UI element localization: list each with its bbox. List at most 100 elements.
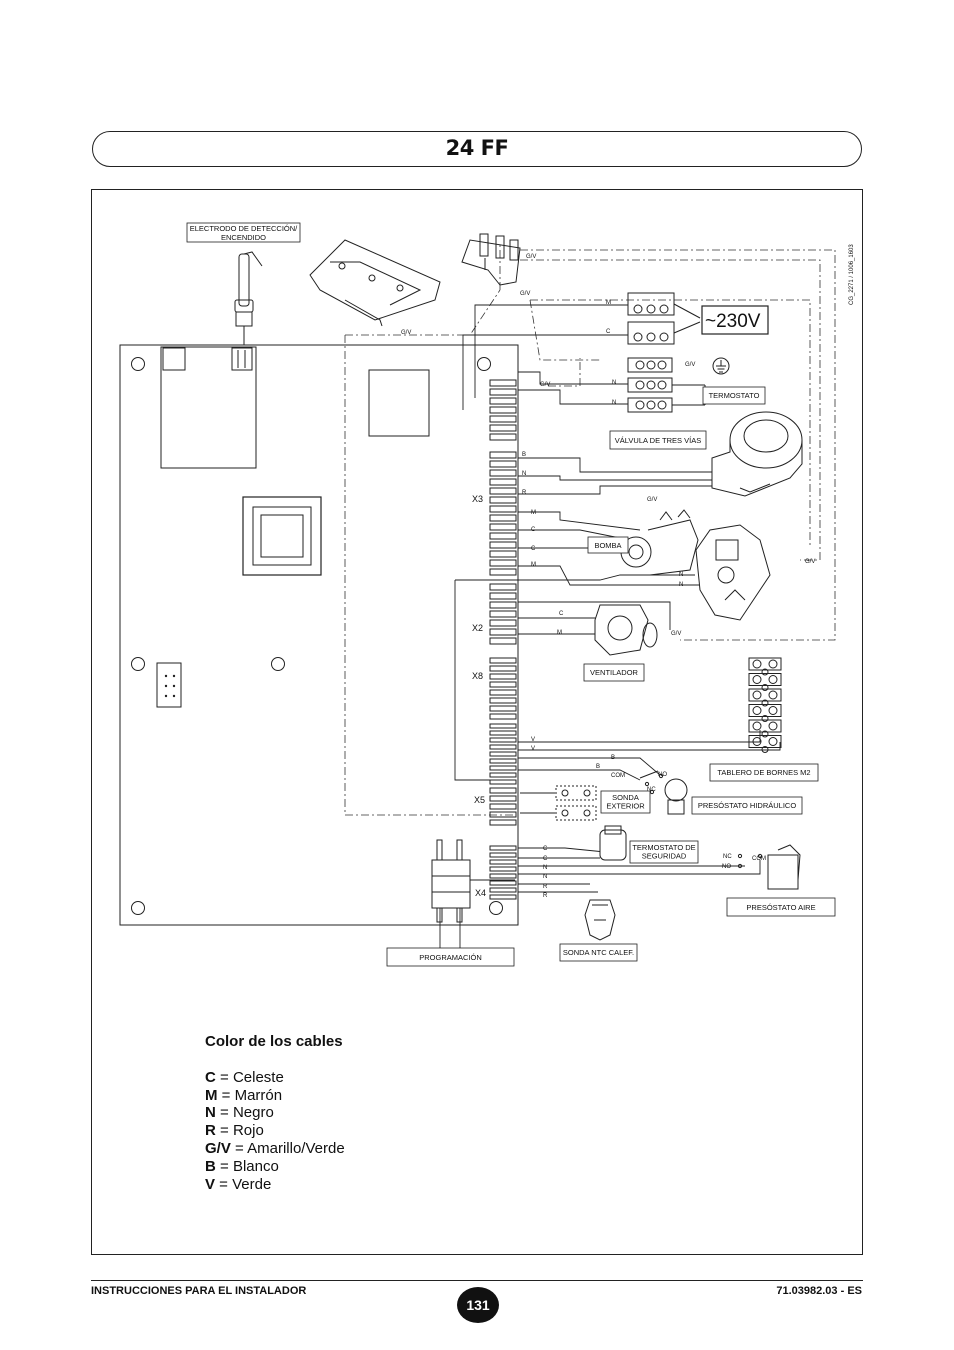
connector-pin bbox=[489, 803, 517, 810]
switch-nc-air: NC bbox=[723, 854, 732, 860]
svg-text:SONDA NTC CALEF.: SONDA NTC CALEF. bbox=[563, 948, 634, 957]
legend-color-name: = Marrón bbox=[217, 1086, 283, 1104]
connector-pin bbox=[489, 751, 517, 757]
connector-pin bbox=[489, 568, 517, 576]
connector-pin bbox=[489, 887, 517, 893]
legend-color-name: = Verde bbox=[215, 1175, 272, 1193]
power-terminal-block bbox=[627, 292, 706, 413]
connector-pin bbox=[489, 523, 517, 531]
connector-pin bbox=[489, 559, 517, 567]
label-presostato-aire: PRESÓSTATO AIRE bbox=[726, 897, 836, 917]
connector-pin bbox=[489, 637, 517, 645]
connector-pin bbox=[489, 592, 517, 600]
svg-text:N: N bbox=[612, 380, 616, 386]
connector-pin bbox=[489, 496, 517, 504]
connector-pin bbox=[489, 406, 517, 414]
connector-pin bbox=[489, 852, 517, 858]
connector-pin bbox=[489, 866, 517, 872]
safety-thermostat-icon bbox=[599, 825, 627, 861]
label-bomba: BOMBA bbox=[587, 536, 629, 554]
main-board bbox=[119, 344, 519, 926]
svg-text:B: B bbox=[611, 755, 615, 761]
svg-text:R: R bbox=[522, 490, 527, 496]
connector-pin bbox=[489, 460, 517, 468]
connector-pin bbox=[489, 779, 517, 785]
svg-text:C: C bbox=[531, 546, 536, 552]
switch-com-hydraulic: COM bbox=[611, 773, 625, 779]
connector-pin bbox=[489, 811, 517, 818]
svg-text:PROGRAMACIÓN: PROGRAMACIÓN bbox=[419, 953, 482, 962]
connector-pin bbox=[489, 737, 517, 743]
terminal-screw-pair bbox=[748, 673, 782, 691]
connector-pin bbox=[489, 379, 517, 387]
connector-pin bbox=[489, 415, 517, 423]
svg-text:TERMOSTATO: TERMOSTATO bbox=[709, 391, 760, 400]
legend-code: N bbox=[205, 1104, 216, 1122]
connector-pin bbox=[489, 388, 517, 396]
diagram-frame bbox=[91, 189, 863, 1255]
svg-text:BOMBA: BOMBA bbox=[594, 541, 621, 550]
svg-text:G/V: G/V bbox=[526, 254, 536, 260]
connector-pin bbox=[489, 628, 517, 636]
connector-pin bbox=[489, 859, 517, 865]
svg-text:R: R bbox=[543, 893, 548, 899]
svg-text:G/V: G/V bbox=[540, 382, 550, 388]
label-presostato-hidraulico: PRESÓSTATO HIDRÁULICO bbox=[691, 796, 803, 815]
svg-text:M: M bbox=[606, 300, 611, 306]
three-way-valve-icon bbox=[711, 411, 803, 497]
terminal-screw-pair bbox=[748, 657, 782, 676]
svg-text:M: M bbox=[531, 562, 536, 568]
svg-text:V: V bbox=[531, 737, 535, 743]
connector-pin bbox=[489, 713, 517, 720]
legend-item: R = Rojo bbox=[205, 1122, 345, 1140]
svg-text:G/V: G/V bbox=[671, 631, 681, 637]
legend-code: R bbox=[205, 1122, 216, 1140]
connector-pin bbox=[489, 469, 517, 477]
label-valvula: VÁLVULA DE TRES VÍAS bbox=[609, 430, 707, 450]
pump-icon bbox=[620, 509, 699, 576]
svg-text:N: N bbox=[522, 471, 526, 477]
svg-text:VÁLVULA DE TRES VÍAS: VÁLVULA DE TRES VÍAS bbox=[615, 436, 701, 445]
page-title: 24 FF bbox=[445, 136, 509, 160]
connector-pin bbox=[489, 689, 517, 696]
legend-title: Color de los cables bbox=[205, 1033, 343, 1050]
connector-pin bbox=[489, 845, 517, 851]
connector-pin bbox=[489, 541, 517, 549]
label-ventilador: VENTILADOR bbox=[583, 663, 645, 682]
svg-text:R: R bbox=[543, 884, 548, 890]
connector-pin bbox=[489, 433, 517, 441]
connector-x2: X2 bbox=[472, 623, 483, 633]
legend-code: V bbox=[205, 1175, 216, 1193]
terminal-screw-pair bbox=[748, 719, 782, 738]
terminal-screw-pair bbox=[748, 735, 782, 753]
legend-code: C bbox=[205, 1068, 216, 1086]
switch-nc-hydraulic: NC bbox=[647, 787, 656, 793]
connector-pin bbox=[489, 765, 517, 771]
footer-left-text: INSTRUCCIONES PARA EL INSTALADOR bbox=[91, 1285, 307, 1297]
legend-color-name: = Amarillo/Verde bbox=[230, 1139, 345, 1157]
svg-text:M: M bbox=[557, 630, 562, 636]
connector-pin bbox=[489, 610, 517, 618]
svg-text:G/V: G/V bbox=[685, 362, 695, 368]
svg-text:C: C bbox=[606, 329, 611, 335]
svg-text:ELECTRODO DE DETECCIÓN/ENCENDI: ELECTRODO DE DETECCIÓN/ENCENDIDO bbox=[190, 224, 298, 242]
legend-code: B bbox=[205, 1157, 216, 1175]
connector-pin bbox=[489, 894, 517, 900]
legend-item: C = Celeste bbox=[205, 1069, 345, 1087]
label-termostato: TERMOSTATO bbox=[702, 386, 766, 405]
connector-x4: X4 bbox=[475, 888, 486, 898]
connector-pin bbox=[489, 730, 517, 736]
wire-labels: G/V G/V G/V M C G/V G/V N N B N R M C C … bbox=[401, 254, 815, 899]
connector-pin bbox=[489, 705, 517, 712]
svg-text:C: C bbox=[559, 611, 564, 617]
svg-text:~230V: ~230V bbox=[705, 311, 761, 332]
legend-color-name: = Blanco bbox=[215, 1157, 279, 1175]
switch-com-air: COM bbox=[752, 856, 766, 862]
footer-right-text: 71.03982.03 - ES bbox=[776, 1285, 862, 1297]
svg-text:N: N bbox=[543, 865, 547, 871]
outdoor-sensor-connector-icon bbox=[555, 785, 597, 821]
